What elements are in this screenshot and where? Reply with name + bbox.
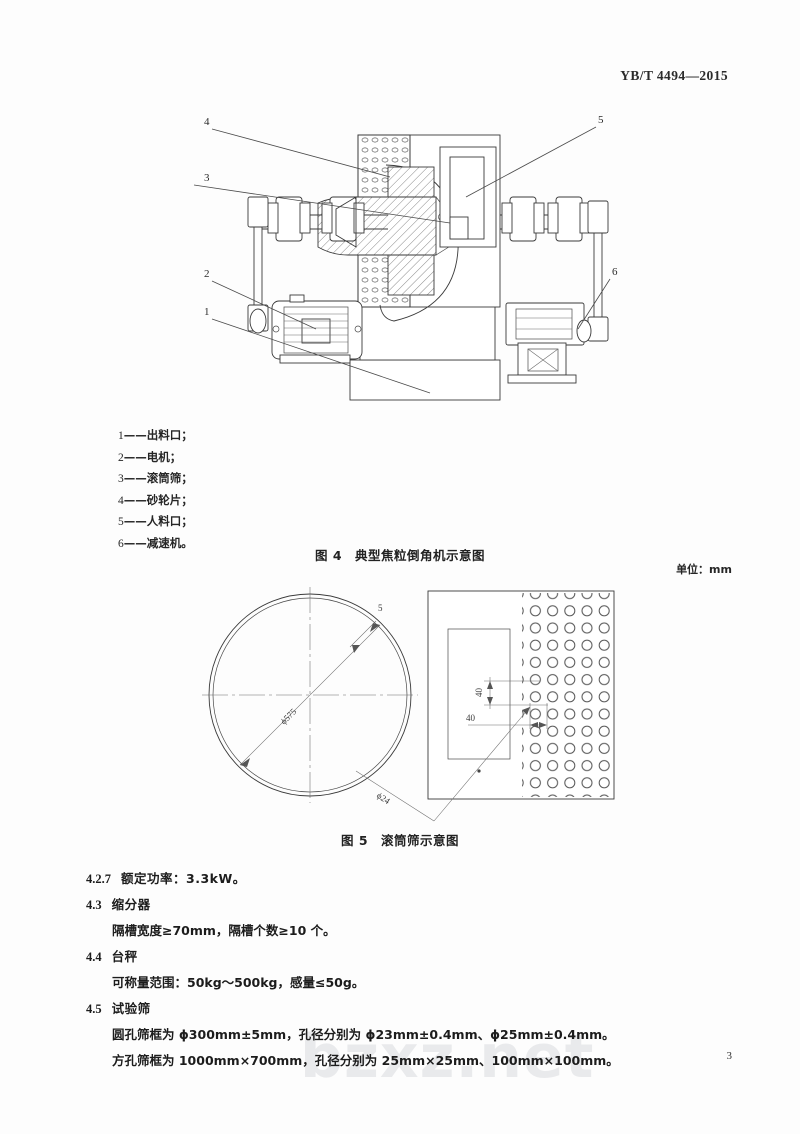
svg-text:5: 5 (598, 114, 604, 126)
legend-number: 6 (118, 537, 124, 550)
wall-thickness-label: 5 (378, 603, 383, 613)
clause-heading: 4.2.7 额定功率：3.3kW。 (86, 866, 746, 892)
clause-title: 缩分器 (111, 897, 151, 912)
pitch-horizontal-label: 40 (466, 713, 476, 723)
clause-paragraph: 隔槽宽度≥70mm，隔槽个数≥10 个。 (112, 923, 336, 938)
clause-heading: 4.3 缩分器 (86, 892, 746, 918)
legend-item: 6——减速机。 (118, 533, 418, 555)
legend-dash: —— (123, 449, 147, 464)
clause-paragraph: 方孔筛框为 1000mm×700mm，孔径分别为 25mm×25mm、100mm… (112, 1053, 619, 1068)
unit-note: 单位：mm (676, 563, 732, 576)
legend-dash: —— (123, 535, 147, 550)
right-drive-shaft (500, 196, 593, 242)
clause-number: 4.2.7 (86, 872, 111, 886)
drum-cross-section: ϕ575 5 ϕ24 (202, 587, 435, 822)
svg-text:3: 3 (204, 172, 210, 184)
callout-3: 3 (193, 172, 451, 224)
legend-label: 电机； (146, 449, 182, 464)
left-belt-drive (247, 196, 269, 334)
standard-number-header: YB/T 4494—2015 (620, 68, 728, 83)
electric-motor (271, 294, 363, 364)
clause-title: 试验筛 (111, 1001, 151, 1016)
callout-5: 5 (465, 114, 604, 198)
pitch-vertical-label: 40 (474, 688, 484, 698)
legend-item: 2——电机； (118, 447, 418, 469)
clause-content: 4.2.7 额定功率：3.3kW。 4.3 缩分器 隔槽宽度≥70mm，隔槽个数≥1… (86, 866, 746, 1074)
figure-4-chamfering-machine: 4 3 2 1 5 6 (193, 114, 618, 401)
callout-1: 1 (204, 306, 431, 394)
feed-inlet-hopper (439, 146, 497, 248)
legend-item: 5——人料口； (118, 511, 418, 533)
legend-item: 4——砂轮片； (118, 490, 418, 512)
figure-4-caption: 图 4 典型焦粒倒角机示意图 (314, 548, 486, 563)
watermark: bzxz.net (300, 1022, 595, 1092)
clause-heading: 4.4 台秤 (86, 944, 746, 970)
clause-number: 4.5 (86, 1002, 102, 1016)
figure-5-caption: 图 5 滚筒筛示意图 (340, 833, 460, 848)
svg-text:4: 4 (204, 116, 210, 128)
legend-number: 4 (118, 494, 124, 507)
callout-4: 4 (204, 116, 391, 178)
clause-number: 4.4 (86, 950, 102, 964)
legend-dash: —— (123, 428, 147, 442)
clause-paragraph: 圆孔筛框为 ϕ300mm±5mm，孔径分别为 ϕ23mm±0.4mm、ϕ25mm… (112, 1027, 615, 1042)
svg-text:1: 1 (204, 306, 210, 318)
wall-thickness-callout: 5 (349, 603, 383, 653)
legend-label: 滚筒筛； (146, 471, 193, 485)
svg-text:6: 6 (612, 266, 618, 278)
legend-label: 砂轮片； (146, 492, 193, 507)
callout-2: 2 (204, 268, 317, 330)
figure-5-drum-screen: ϕ575 5 ϕ24 (202, 587, 615, 822)
clause-heading: 4.5 试验筛 (86, 996, 746, 1022)
right-belt-and-reducer (505, 200, 609, 384)
legend-item: 1——出料口； (118, 425, 418, 447)
svg-text:2: 2 (204, 268, 210, 280)
legend-label: 人料口； (146, 514, 193, 528)
figure-4-legend: 1——出料口； 2——电机； 3——滚筒筛； 4——砂轮片； 5——人料口； 6… (118, 425, 418, 554)
legend-item: 3——滚筒筛； (118, 468, 418, 490)
legend-dash: —— (123, 492, 147, 507)
legend-number: 2 (118, 451, 124, 464)
legend-dash: —— (123, 471, 147, 485)
legend-number: 1 (118, 430, 124, 442)
clause-number: 4.3 (86, 898, 102, 912)
legend-label: 出料口； (146, 428, 193, 442)
legend-label: 减速机。 (146, 535, 193, 550)
perforated-sheet-panel: 40 40 (427, 590, 615, 822)
clause-paragraph: 可称量范围：50kg～500kg，感量≤50g。 (112, 975, 365, 990)
page-number: 3 (726, 1050, 733, 1062)
legend-number: 5 (118, 516, 124, 528)
hole-diameter-callout: ϕ24 (355, 770, 435, 822)
vertical-pitch-dimension: 40 (474, 677, 548, 709)
legend-dash: —— (123, 514, 147, 528)
clause-title: 台秤 (111, 949, 138, 964)
legend-number: 3 (118, 473, 124, 485)
callout-6: 6 (577, 266, 618, 330)
clause-title: 额定功率：3.3kW。 (121, 871, 246, 886)
